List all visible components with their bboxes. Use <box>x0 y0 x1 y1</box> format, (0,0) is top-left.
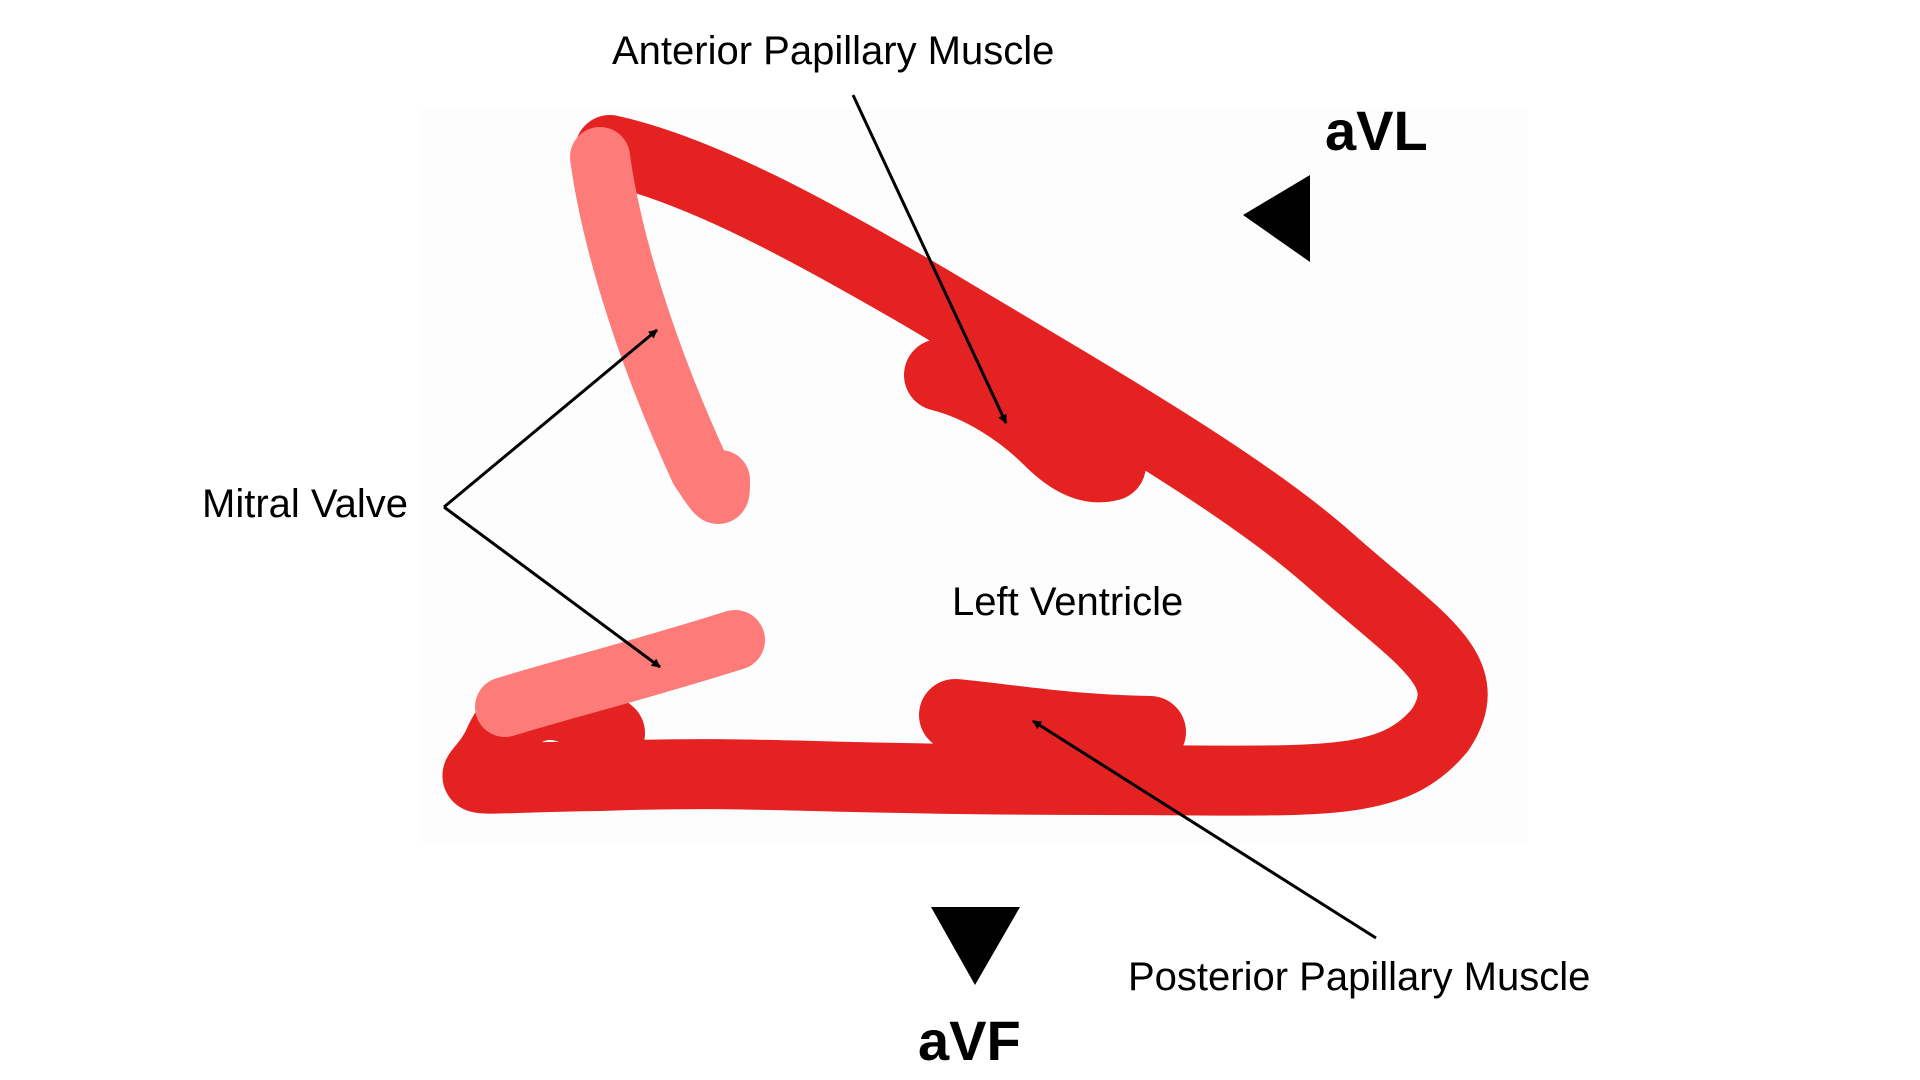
left-ventricle-label: Left Ventricle <box>952 580 1183 624</box>
mitral-valve-leader-line-lower <box>443 505 661 669</box>
mitral-valve-label: Mitral Valve <box>202 482 408 526</box>
avl-lead-arrow-icon <box>1243 175 1310 262</box>
anterior-papillary-muscle-label: Anterior Papillary Muscle <box>612 29 1054 73</box>
anterior-papillary-leader-line <box>851 94 1008 424</box>
avf-lead-arrow-icon <box>931 907 1020 985</box>
avl-lead-label: aVL <box>1325 99 1428 162</box>
posterior-papillary-leader-line <box>1032 719 1377 940</box>
mitral-valve-anterior-leaflet <box>570 127 750 524</box>
posterior-papillary-muscle <box>919 679 1186 768</box>
anterior-papillary-muscle <box>904 339 1146 503</box>
avf-lead-label: aVF <box>918 1009 1021 1072</box>
mitral-valve-leader-line-upper <box>443 328 658 509</box>
mitral-valve-posterior-leaflet <box>475 610 765 737</box>
posterior-papillary-muscle-label: Posterior Papillary Muscle <box>1128 955 1590 999</box>
ventricle-wall <box>442 115 1488 816</box>
